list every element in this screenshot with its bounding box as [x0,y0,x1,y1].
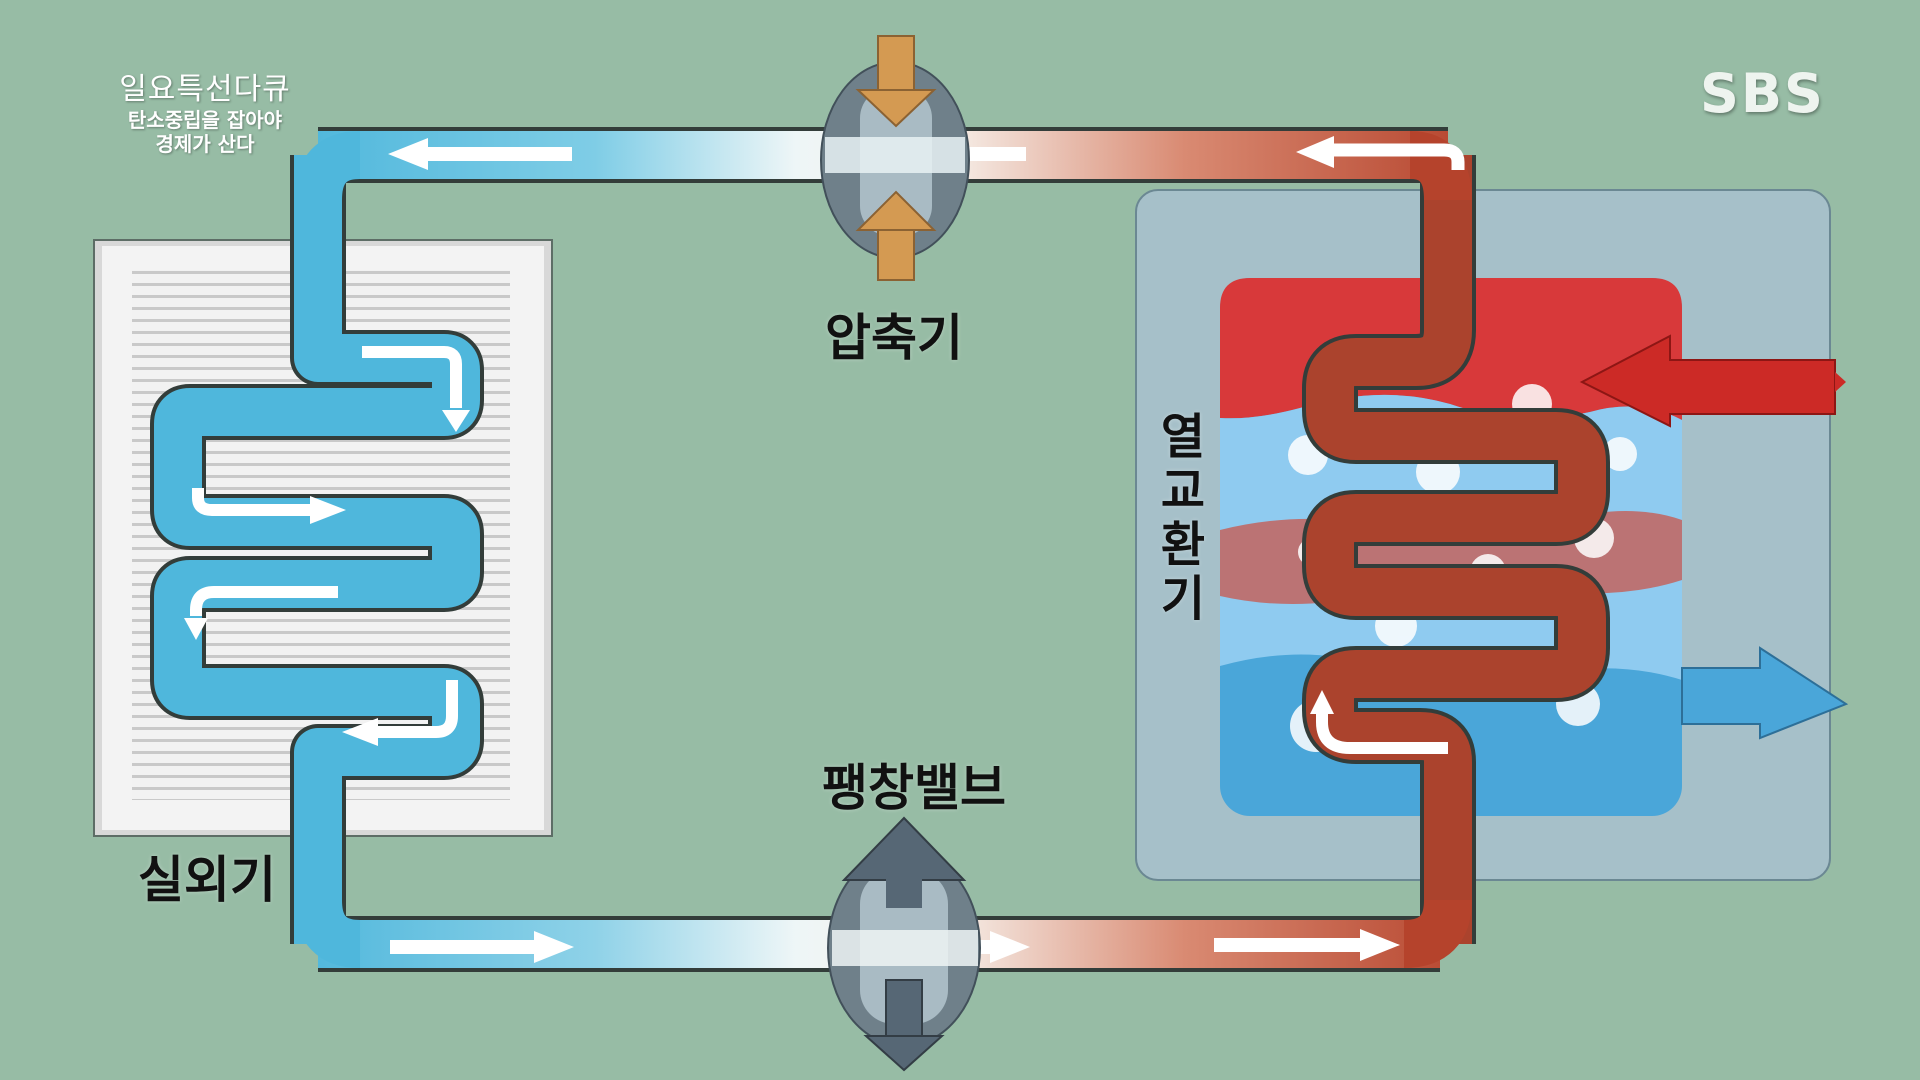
red-arrow-left-icon [1579,334,1836,428]
arrow-shaft [192,488,312,516]
red-arrow-tip [1835,372,1846,392]
coil-flow-arrow [342,680,458,746]
valve-flow-window [832,930,978,966]
arrow-shaft [1316,712,1448,754]
arrow-shaft [376,680,458,738]
program-title-overlay: 일요특선다큐 탄소중립을 잡아야 경제가 산다 [100,72,310,156]
arrow-head [442,410,470,432]
expansion-valve-icon [827,816,981,1072]
arrow-head [184,618,208,640]
compressor-arrow-up [855,190,937,281]
compressor-valve-icon [820,35,970,281]
expansion-valve-label: 팽창밸브 [822,759,1006,817]
flow-arrow-right [1214,929,1400,961]
outdoor-unit-label: 실외기 [138,851,276,909]
arrow-shaft [420,147,572,161]
arrow-head [841,816,967,881]
compressor-flow-window [825,137,965,173]
coil-corner [1402,898,1472,968]
program-title: 일요특선다큐 [119,72,291,107]
arrow-head [342,718,378,746]
arrow-shaft [1330,143,1465,170]
bubble [1603,437,1637,471]
coil-flow-arrow [362,346,470,432]
arrow-shaft [877,225,915,281]
flow-arrow-right [390,931,574,963]
arrow-shaft [877,35,915,95]
arrow-shaft [886,878,922,908]
compressor-label: 압축기 [825,309,963,367]
flow-arrow-left [388,138,572,170]
compressor-arrow-down [855,35,937,128]
arrow-head [1360,929,1400,961]
arrow-shaft [362,346,462,408]
heat-exchanger-label: 열교환기 [1160,409,1206,627]
broadcaster-logo: SBS [1700,62,1825,125]
arrow-head [863,1035,945,1072]
arrow-head [990,931,1030,963]
flow-arrows [184,136,1465,963]
arrow-shaft [190,586,338,616]
valve-arrow-up [841,816,967,908]
arrow-head [855,89,937,128]
arrow-shaft [390,940,536,954]
arrow-head [310,496,346,524]
program-subtitle-line1: 탄소중립을 잡아야 [127,108,283,132]
arrow-shaft [885,979,923,1039]
arrow-shaft [1214,938,1364,952]
arrow-head [534,931,574,963]
coil-corner [294,131,362,202]
flow-arrow-left [1296,136,1465,170]
arrow-head [855,190,937,231]
coil-flow-arrow [184,586,338,640]
blue-arrow-right-icon [1681,646,1849,740]
program-subtitle-line2: 경제가 산다 [155,132,255,156]
coil-corner [294,898,362,968]
arrow-head [388,138,428,170]
coil-flow-arrow [1310,690,1448,754]
arrow-head [1296,136,1334,168]
coil-flow-arrow [192,488,346,524]
valve-arrow-down [863,979,945,1072]
heat-exchanger-coil [1306,154,1606,944]
arrow-head [1310,690,1334,714]
